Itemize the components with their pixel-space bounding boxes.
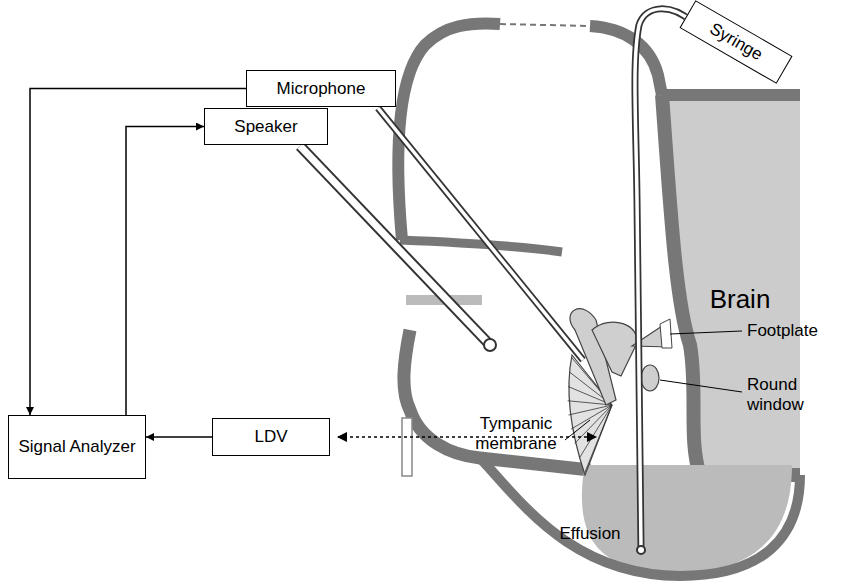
incus	[592, 322, 637, 376]
skull-bone	[398, 23, 500, 240]
syringe-tube	[635, 9, 692, 548]
leader-line	[660, 380, 742, 392]
skull-bone	[662, 89, 800, 101]
leader-line	[565, 420, 590, 440]
membrane-ray	[569, 405, 613, 415]
syringe-box: Syringe	[680, 0, 793, 84]
device-box: Speaker	[204, 108, 328, 145]
device-box: Microphone	[246, 70, 396, 107]
part-label: Tympanic membrane	[468, 414, 564, 453]
part-label: Effusion	[545, 524, 635, 544]
skull-bone	[590, 26, 662, 95]
node-text: Speaker	[234, 117, 297, 137]
skull-bone	[662, 95, 800, 475]
leader-line	[670, 331, 742, 334]
canal-wall	[400, 240, 562, 252]
part-label: Round window	[747, 375, 825, 414]
device-box: LDV	[212, 418, 330, 456]
skull-opening	[500, 24, 590, 26]
organ-label: Brain	[700, 285, 780, 315]
ldv-window	[402, 418, 412, 476]
laser-beam	[338, 436, 596, 438]
membrane-ray	[585, 405, 612, 472]
membrane-ray	[580, 405, 612, 458]
signal-connector	[126, 127, 204, 416]
microphone-tube	[378, 108, 583, 360]
speaker-tube-end	[484, 339, 496, 351]
node-text: Syringe	[706, 19, 766, 65]
analyzer-box: Signal Analyzer	[8, 415, 146, 479]
syringe-tube-end	[637, 546, 645, 554]
signal-connector	[146, 436, 212, 438]
round-window	[641, 365, 659, 391]
node-text: Signal Analyzer	[18, 437, 135, 457]
node-text: Microphone	[277, 79, 366, 99]
microphone-tube	[378, 108, 583, 360]
canal-wall	[404, 330, 590, 470]
speaker-tube	[300, 146, 490, 345]
brain-region	[662, 95, 800, 475]
membrane-ray	[571, 405, 612, 429]
syringe-tube	[635, 9, 692, 548]
node-text: LDV	[254, 427, 287, 447]
speaker-tube	[300, 146, 490, 345]
part-label: Footplate	[747, 321, 847, 341]
